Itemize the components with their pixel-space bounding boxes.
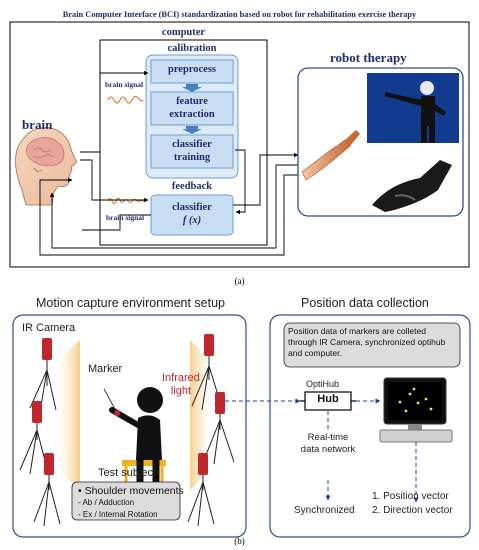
infrared-line2: light (170, 385, 192, 397)
brain-label: brain (22, 117, 53, 132)
shoulder-movements-text: • Shoulder movements - Ab / Adduction - … (78, 485, 184, 521)
shoulder-title: • Shoulder movements (78, 485, 184, 497)
realtime-label: Real-time data network (294, 432, 362, 456)
position-data-title: Position data collection (301, 296, 429, 310)
classifier-f-line2: f (x) (182, 215, 202, 226)
calibration-label: calibration (167, 43, 217, 54)
brain-signal-bottom: brain signal (106, 213, 145, 222)
feature-line2: extraction (169, 109, 215, 120)
infrared-beam-left (58, 340, 80, 490)
position-vector-label: 1. Position vector (372, 491, 449, 502)
panel-a-title: Brain Computer Interface (BCI) standardi… (62, 10, 417, 19)
caption-b: (b) (234, 536, 245, 546)
motion-capture-title: Motion capture environment setup (36, 296, 225, 310)
ir-camera-left-mid (19, 401, 49, 475)
ir-camera-left-top (29, 338, 57, 413)
hand-exoskeleton-photo (372, 160, 452, 212)
synchronized-label: Synchronized (294, 505, 355, 516)
robot-therapy-box (297, 67, 464, 217)
info-box (283, 322, 461, 368)
hub-label: Hub (317, 393, 339, 405)
head-illustration (15, 127, 77, 206)
classifier-line2: training (173, 152, 211, 163)
connection-lines (39, 70, 299, 256)
info-text: Position data of markers are colleted th… (288, 326, 446, 358)
realtime-line2: data network (300, 444, 356, 455)
classifier-training-label: classifier training (151, 138, 233, 164)
optihub-label: OptiHub (306, 379, 340, 389)
computer-label: computer (161, 27, 206, 38)
marker-pointer (103, 388, 117, 412)
infrared-beam-right (190, 340, 210, 490)
classifier-training-box (150, 134, 234, 169)
preprocess-label: preprocess (167, 64, 217, 75)
feature-line1: feature (176, 96, 208, 107)
marker-label: Marker (88, 363, 123, 375)
brain-signal-wave-top (107, 95, 144, 104)
ir-camera-label: IR Camera (22, 322, 76, 334)
ir-camera-right-top (191, 334, 223, 411)
classifier-line1: classifier (172, 139, 212, 150)
feedback-label: feedback (171, 181, 213, 192)
shoulder-item-2: - Ex / Internal Rotation (78, 510, 158, 519)
position-data-panel (269, 314, 471, 538)
preprocess-box (150, 59, 234, 84)
shoulder-item-1: - Ab / Adduction (78, 498, 135, 507)
flow-arrow-2 (182, 126, 202, 134)
robot-arm-illustration (301, 130, 360, 181)
infrared-line1: Infrared (162, 372, 200, 384)
motion-capture-diagram (12, 314, 471, 538)
outer-frame (9, 21, 470, 268)
robot-photo-top (367, 73, 459, 143)
realtime-line1: Real-time (307, 432, 349, 443)
feature-extraction-box (150, 91, 234, 126)
feature-extraction-label: feature extraction (151, 95, 233, 121)
test-subject-label: Test subject (98, 467, 157, 479)
ir-camera-left-bottom (33, 453, 61, 527)
person-figure-photo (385, 81, 446, 143)
direction-vector-label: 2. Direction vector (372, 505, 453, 516)
classifier-f-line1: classifier (172, 202, 212, 213)
shoulder-movements-box (71, 481, 181, 521)
ir-camera-right-mid (203, 392, 235, 465)
infrared-light-label: Infrared light (162, 372, 200, 398)
caption-a: (a) (234, 276, 245, 286)
bci-diagram (9, 21, 470, 268)
brain-signal-wave-bottom (107, 197, 145, 204)
classifier-fx-label: classifier f (x) (151, 201, 233, 227)
test-subject-figure (109, 387, 166, 494)
ir-camera-right-bottom (187, 453, 215, 527)
brain-signal-top: brain signal (105, 80, 144, 89)
flow-arrow-1 (182, 84, 202, 92)
computer-illustration (379, 377, 453, 443)
robot-therapy-label: robot therapy (330, 50, 407, 65)
